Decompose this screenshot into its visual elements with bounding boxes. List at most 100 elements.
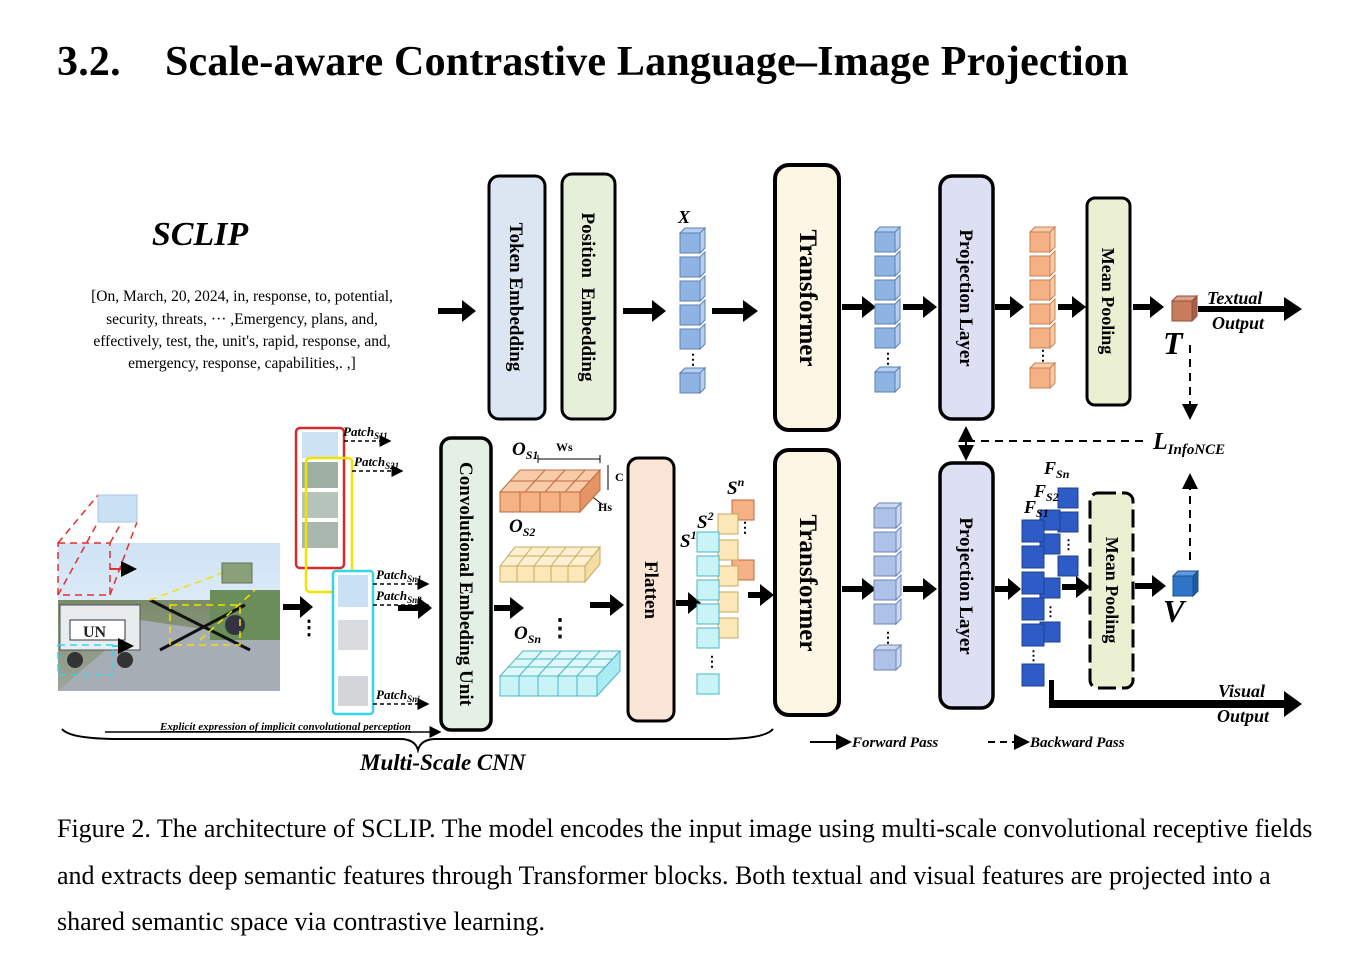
patch-label: Patch bbox=[376, 687, 407, 702]
input-text-line: effectively, test, the, unit's, rapid, r… bbox=[93, 333, 390, 350]
section-title: Scale-aware Contrastive Language–Image P… bbox=[165, 39, 1129, 85]
mean-pooling-image-label: Mean Pooling bbox=[1102, 537, 1122, 644]
token-embedding-label: Token Embedding bbox=[505, 223, 526, 372]
os-label: O bbox=[509, 516, 523, 537]
f-subscript: S2 bbox=[1046, 490, 1059, 504]
s-label: S bbox=[680, 531, 691, 552]
svg-text:S1: S1 bbox=[680, 528, 697, 552]
x-label: X bbox=[677, 207, 691, 227]
svg-text:FS1: FS1 bbox=[1023, 497, 1049, 520]
ellipsis: ⋮ bbox=[881, 352, 895, 367]
loss-subscript: InfoNCE bbox=[1167, 442, 1226, 458]
arrow bbox=[842, 578, 876, 600]
patch-group-sn bbox=[331, 569, 375, 716]
feature-map-s2 bbox=[498, 545, 602, 584]
ellipsis: ⋮ bbox=[1027, 648, 1040, 663]
flatten-block bbox=[626, 456, 676, 723]
patch-labels: PatchS11 PatchS21 PatchSn1 PatchSn2 Patc… bbox=[343, 424, 422, 704]
conv-embedding-label: Convolutional Embeding Unit bbox=[455, 462, 476, 707]
backward-pass-lines bbox=[958, 345, 1198, 560]
s-superscript: n bbox=[738, 475, 745, 489]
svg-text:PatchSn1: PatchSn1 bbox=[376, 567, 422, 584]
t-label: T bbox=[1163, 325, 1184, 361]
textual-output-label: Textual bbox=[1207, 288, 1262, 308]
scale-token-labels: S1 S2 Sn bbox=[680, 475, 745, 552]
section-heading: 3.2. Scale-aware Contrastive Language–Ima… bbox=[57, 38, 1129, 86]
svg-text:S2: S2 bbox=[697, 509, 714, 533]
input-text-line: security, threats, ··· ,Emergency, plans… bbox=[106, 311, 378, 328]
ellipsis: ⋮ bbox=[738, 521, 752, 536]
arrow bbox=[1135, 575, 1166, 597]
loss-symbol: L bbox=[1152, 429, 1168, 455]
section-number: 3.2. bbox=[57, 39, 121, 85]
os-label: O bbox=[512, 439, 526, 460]
patch-label: Patch bbox=[354, 454, 385, 469]
patch-label: Patch bbox=[343, 424, 374, 439]
backward-pass-label: Backward Pass bbox=[1029, 735, 1125, 751]
feature-map-sn bbox=[498, 649, 622, 698]
arrow bbox=[398, 597, 432, 619]
arrow bbox=[676, 592, 701, 614]
multi-scale-brace bbox=[61, 728, 774, 754]
svg-text:PatchS11: PatchS11 bbox=[343, 424, 388, 441]
f-subscript: Sn bbox=[1056, 467, 1070, 481]
dimension-lines bbox=[537, 455, 609, 506]
feature-labels: FSn FS2 FS1 bbox=[1023, 458, 1070, 520]
patch-label: Patch bbox=[376, 588, 407, 603]
projection-text-label: Projection Layer bbox=[955, 229, 976, 367]
ellipsis: ⋮ bbox=[881, 631, 895, 646]
s-label: S bbox=[697, 512, 708, 533]
image-patch bbox=[221, 562, 253, 584]
svg-text:FS2: FS2 bbox=[1033, 481, 1059, 504]
v-label: V bbox=[1163, 593, 1187, 629]
mean-pooling-text-block bbox=[1085, 196, 1132, 407]
patch-subscript: Sn1 bbox=[407, 574, 422, 584]
receptive-field-cyan bbox=[57, 644, 114, 676]
image-transformer-output-vector bbox=[872, 501, 903, 672]
arrow bbox=[995, 578, 1021, 600]
f-subscript: S1 bbox=[1036, 506, 1049, 520]
multi-scale-features bbox=[1021, 487, 1079, 687]
text-transformer-output-vector bbox=[873, 225, 902, 394]
legend: Forward Pass Backward Pass bbox=[810, 734, 1125, 751]
flatten-label: Flatten bbox=[640, 561, 661, 619]
multi-scale-cnn-label: Multi-Scale CNN bbox=[359, 750, 527, 775]
patch-ellipsis: ⋮ bbox=[299, 617, 319, 639]
svg-text:OS1: OS1 bbox=[512, 439, 538, 462]
svg-text:LInfoNCE: LInfoNCE bbox=[1152, 429, 1225, 458]
patch-group-s2 bbox=[304, 456, 354, 594]
feature-map-s1 bbox=[498, 468, 602, 514]
conv-embedding-block bbox=[439, 436, 493, 732]
svg-text:FSn: FSn bbox=[1043, 458, 1070, 481]
text-branch-arrows bbox=[438, 296, 1302, 322]
s-superscript: 1 bbox=[691, 528, 697, 542]
un-marking: UN bbox=[83, 624, 107, 641]
arrow bbox=[494, 597, 524, 619]
transformer-text-label: Transformer bbox=[794, 230, 821, 367]
projection-image-label: Projection Layer bbox=[955, 517, 976, 655]
token-vector-x bbox=[678, 226, 707, 395]
f-label: F bbox=[1023, 497, 1036, 517]
image-patch bbox=[97, 494, 138, 523]
projection-image-block bbox=[938, 461, 995, 710]
svg-text:OSn: OSn bbox=[514, 623, 541, 646]
ellipsis: ⋮ bbox=[1044, 604, 1057, 619]
image-embedding-v bbox=[1171, 569, 1200, 598]
text-projection-output-vector bbox=[1028, 225, 1057, 390]
svg-text:PatchSnj: PatchSnj bbox=[376, 687, 420, 704]
input-text-line: emergency, response, capabilities,. ,] bbox=[128, 355, 356, 372]
visual-output-label: Output bbox=[1217, 706, 1270, 726]
forward-pass-label: Forward Pass bbox=[851, 735, 938, 751]
ws-label: Ws bbox=[556, 440, 573, 454]
patch-subscript: S21 bbox=[385, 461, 399, 471]
textual-output-label: Output bbox=[1212, 313, 1265, 333]
arrow bbox=[283, 596, 313, 618]
visual-output-label: Visual bbox=[1218, 681, 1265, 701]
sclip-architecture-figure: SCLIP [On, March, 20, 2024, in, response… bbox=[57, 163, 1302, 775]
projection-text-block bbox=[938, 174, 995, 421]
svg-text:PatchS21: PatchS21 bbox=[354, 454, 399, 471]
position-embedding-label: Position Embedding bbox=[577, 213, 598, 382]
patch-subscript: Snj bbox=[407, 694, 420, 704]
model-title: SCLIP bbox=[152, 216, 249, 253]
f-label: F bbox=[1043, 458, 1056, 478]
